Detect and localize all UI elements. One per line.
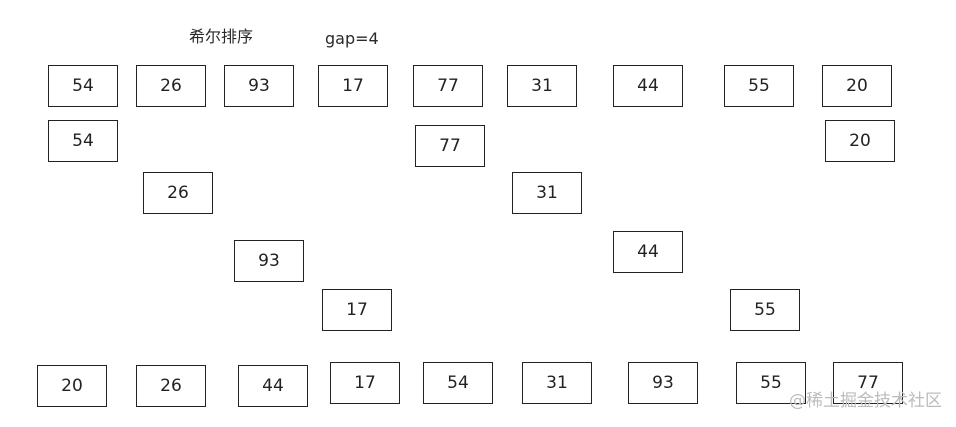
original-item: 17 [318, 65, 388, 107]
original-item: 31 [507, 65, 577, 107]
result-item: 26 [136, 365, 206, 407]
result-item: 55 [736, 362, 806, 404]
original-item: 20 [822, 65, 892, 107]
group-3-item: 93 [234, 240, 304, 282]
original-item: 54 [48, 65, 118, 107]
group-2-item: 26 [143, 172, 213, 214]
result-item: 44 [238, 365, 308, 407]
result-item: 31 [522, 362, 592, 404]
result-item: 77 [833, 362, 903, 404]
group-4-item: 17 [322, 289, 392, 331]
diagram-title: 希尔排序 [189, 27, 254, 46]
original-item: 55 [724, 65, 794, 107]
group-1-item: 77 [415, 125, 485, 167]
group-4-item: 55 [730, 289, 800, 331]
gap-label: gap=4 [325, 29, 379, 48]
original-item: 26 [136, 65, 206, 107]
result-item: 93 [628, 362, 698, 404]
original-item: 77 [413, 65, 483, 107]
watermark: @稀土掘金技术社区 [789, 391, 942, 411]
original-item: 93 [224, 65, 294, 107]
result-item: 20 [37, 365, 107, 407]
group-1-item: 20 [825, 120, 895, 162]
result-item: 17 [330, 362, 400, 404]
group-2-item: 31 [512, 172, 582, 214]
group-1-item: 54 [48, 120, 118, 162]
group-3-item: 44 [613, 231, 683, 273]
result-item: 54 [423, 362, 493, 404]
original-item: 44 [613, 65, 683, 107]
